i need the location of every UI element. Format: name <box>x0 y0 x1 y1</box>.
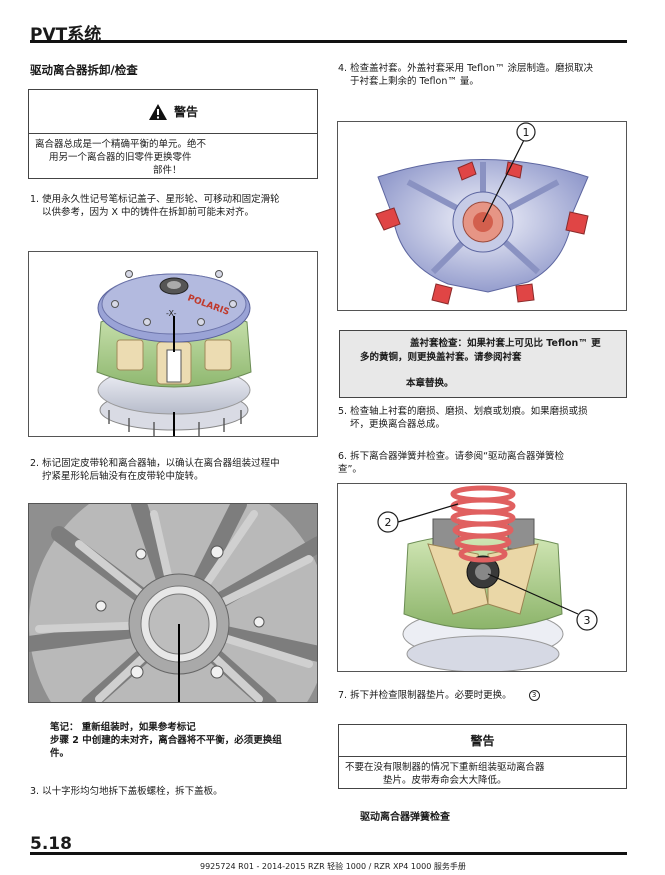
fixed-sheave-photo <box>28 503 318 703</box>
step-line: 坏，更换离合器总成。 <box>350 419 446 430</box>
warning-line: 用另一个离合器的旧零件更换零件 <box>49 152 192 163</box>
clutch-spring-figure: 2 3 <box>337 483 627 672</box>
warning-line: 不要在没有限制器的情况下重新组装驱动离合器 <box>345 762 545 773</box>
spring-inspection-heading: 驱动离合器弹簧检查 <box>360 812 450 823</box>
step-5: 5. 检查轴上衬套的磨损、磨损、划痕或划痕。如果磨损或损 坏，更换离合器总成。 <box>338 405 630 431</box>
note-line: 笔记： 重新组装时，如果参考标记 <box>50 722 196 733</box>
step-line: 7. 拆下并检查限制器垫片。必要时更换。 <box>338 690 512 701</box>
callout-3: 3 <box>584 614 591 627</box>
callout-2: 2 <box>385 516 392 529</box>
warning-title: 警告 <box>173 105 198 119</box>
step-line: 于衬套上剩余的 Teflon™ 量。 <box>350 76 479 87</box>
caution-line: 多的黄铜，则更换盖衬套。请参阅衬套 <box>360 352 522 363</box>
warning-box: 警告 离合器总成是一个精确平衡的单元。绝不 用另一个离合器的旧零件更换零件 部件… <box>28 89 318 179</box>
warning-line: 部件！ <box>153 165 182 176</box>
step-1: 1. 使用永久性记号笔标记盖子、星形轮、可移动和固定滑轮 以供参考，因为 X 中… <box>30 193 320 219</box>
limiter-warning-box: 警告 不要在没有限制器的情况下重新组装驱动离合器 垫片。皮带寿命会大大降低。 <box>338 724 627 789</box>
step-line: 以供参考，因为 X 中的铸件在拆卸前可能未对齐。 <box>42 207 255 218</box>
section-heading: 驱动离合器拆卸/检查 <box>30 63 138 77</box>
step-3: 3. 以十字形均匀地拆下盖板螺栓，拆下盖板。 <box>30 786 223 797</box>
step-line: 1. 使用永久性记号笔标记盖子、星形轮、可移动和固定滑轮 <box>30 194 280 205</box>
header-divider <box>30 40 627 43</box>
step-line: 5. 检查轴上衬套的磨损、磨损、划痕或划痕。如果磨损或损 <box>338 406 588 417</box>
warning-header: 警告 <box>339 725 626 757</box>
step-7: 7. 拆下并检查限制器垫片。必要时更换。 3 <box>338 689 630 702</box>
caution-line: 本章替换。 <box>406 378 454 389</box>
warning-line: 离合器总成是一个精确平衡的单元。绝不 <box>35 139 207 150</box>
footer-divider <box>30 852 627 855</box>
warning-body: 不要在没有限制器的情况下重新组装驱动离合器 垫片。皮带寿命会大大降低。 <box>339 757 626 791</box>
reassembly-note: 笔记： 重新组装时，如果参考标记 步骤 2 中创建的未对齐，离合器将不平衡，必须… <box>50 721 320 760</box>
warning-body: 离合器总成是一个精确平衡的单元。绝不 用另一个离合器的旧零件更换零件 部件！ <box>29 134 317 181</box>
step-2: 2. 标记固定皮带轮和离合器轴，以确认在离合器组装过程中 拧紧星形轮后轴没有在皮… <box>30 457 320 483</box>
footer-text: 9925724 R01 - 2014-2015 RZR 轻验 1000 / RZ… <box>200 862 466 871</box>
bushing-inspection-note: 盖衬套检查：如果衬套上可见比 Teflon™ 更 多的黄铜，则更换盖衬套。请参阅… <box>339 330 627 398</box>
step-6: 6. 拆下离合器弹簧并检查。请参阅“驱动离合器弹簧检 查”。 <box>338 450 630 476</box>
warning-triangle-icon <box>148 103 167 120</box>
marker-icon: 3 <box>528 690 540 701</box>
step-4: 4. 检查盖衬套。外盖衬套采用 Teflon™ 涂层制造。磨损取决 于衬套上剩余… <box>338 62 630 88</box>
callout-1: 1 <box>523 126 530 139</box>
step-line: 2. 标记固定皮带轮和离合器轴，以确认在离合器组装过程中 <box>30 458 280 469</box>
note-line: 件。 <box>50 748 70 759</box>
warning-line: 垫片。皮带寿命会大大降低。 <box>383 775 507 786</box>
alignment-mark-label: -X- <box>166 309 177 318</box>
step-line: 6. 拆下离合器弹簧并检查。请参阅“驱动离合器弹簧检 <box>338 451 565 462</box>
page-number: 5.18 <box>30 834 72 854</box>
clutch-assembly-figure: POLARIS -X- <box>28 251 318 437</box>
step-line: 查”。 <box>338 464 362 475</box>
caution-line: 盖衬套检查：如果衬套上可见比 Teflon™ 更 <box>410 338 601 349</box>
cover-bushing-figure: 1 <box>337 121 627 311</box>
step-line: 拧紧星形轮后轴没有在皮带轮中旋转。 <box>42 471 204 482</box>
step-line: 4. 检查盖衬套。外盖衬套采用 Teflon™ 涂层制造。磨损取决 <box>338 63 593 74</box>
warning-header: 警告 <box>29 90 317 134</box>
note-line: 步骤 2 中创建的未对齐，离合器将不平衡，必须更换组 <box>50 735 282 746</box>
